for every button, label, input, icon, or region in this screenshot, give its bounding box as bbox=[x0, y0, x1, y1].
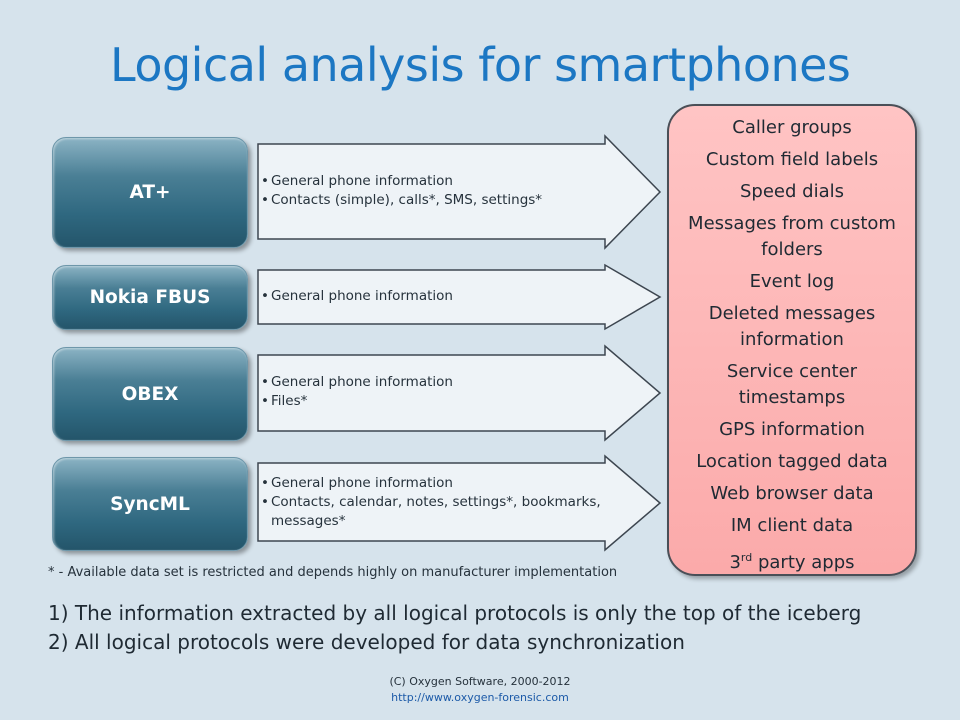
protocol-box-nokia-fbus: Nokia FBUS bbox=[52, 265, 248, 330]
footnote: * - Available data set is restricted and… bbox=[48, 565, 618, 580]
note-2: 2) All logical protocols were developed … bbox=[48, 630, 685, 654]
arrow-text-nokia-fbus: General phone information bbox=[258, 287, 608, 306]
protocol-box-obex: OBEX bbox=[52, 347, 248, 441]
list-item: General phone information bbox=[261, 373, 608, 392]
copyright: (C) Oxygen Software, 2000-2012 http://ww… bbox=[0, 674, 960, 706]
extra-data-item: Location tagged data bbox=[696, 451, 888, 472]
copyright-text: (C) Oxygen Software, 2000-2012 bbox=[389, 675, 571, 688]
extra-data-item: Messages from custom folders bbox=[688, 213, 896, 260]
third-party-superscript: rd bbox=[740, 551, 753, 564]
list-item: Files* bbox=[261, 392, 608, 411]
arrow-text-syncml: General phone information Contacts, cale… bbox=[258, 474, 613, 531]
extra-data-item: IM client data bbox=[730, 515, 854, 536]
list-item: Contacts, calendar, notes, settings*, bo… bbox=[261, 493, 613, 531]
third-party-prefix: 3 bbox=[729, 552, 741, 573]
extra-data-item: Web browser data bbox=[710, 483, 874, 504]
extra-data-list: Caller groups Custom field labels Speed … bbox=[669, 106, 915, 576]
list-item: Contacts (simple), calls*, SMS, settings… bbox=[261, 191, 608, 210]
extra-data-item: Speed dials bbox=[740, 181, 844, 202]
list-item: General phone information bbox=[261, 287, 608, 306]
third-party-suffix: party apps bbox=[752, 552, 855, 573]
slide-title: Logical analysis for smartphones bbox=[110, 38, 851, 92]
website-link[interactable]: http://www.oxygen-forensic.com bbox=[391, 691, 569, 704]
extra-data-box: Caller groups Custom field labels Speed … bbox=[667, 104, 917, 576]
extra-data-item: Deleted messages information bbox=[708, 303, 876, 350]
extra-data-item: Custom field labels bbox=[705, 149, 879, 170]
extra-data-item-third-party: 3rd party apps bbox=[675, 545, 909, 576]
extra-data-item: GPS information bbox=[719, 419, 865, 440]
extra-data-item: Caller groups bbox=[732, 117, 852, 138]
note-1: 1) The information extracted by all logi… bbox=[48, 601, 862, 625]
arrow-text-obex: General phone information Files* bbox=[258, 373, 608, 411]
arrow-text-at: General phone information Contacts (simp… bbox=[258, 172, 608, 210]
extra-data-item: Service center timestamps bbox=[726, 361, 858, 408]
list-item: General phone information bbox=[261, 474, 613, 493]
extra-data-item: Event log bbox=[749, 271, 835, 292]
list-item: General phone information bbox=[261, 172, 608, 191]
protocol-box-syncml: SyncML bbox=[52, 457, 248, 551]
protocol-box-at: AT+ bbox=[52, 137, 248, 248]
